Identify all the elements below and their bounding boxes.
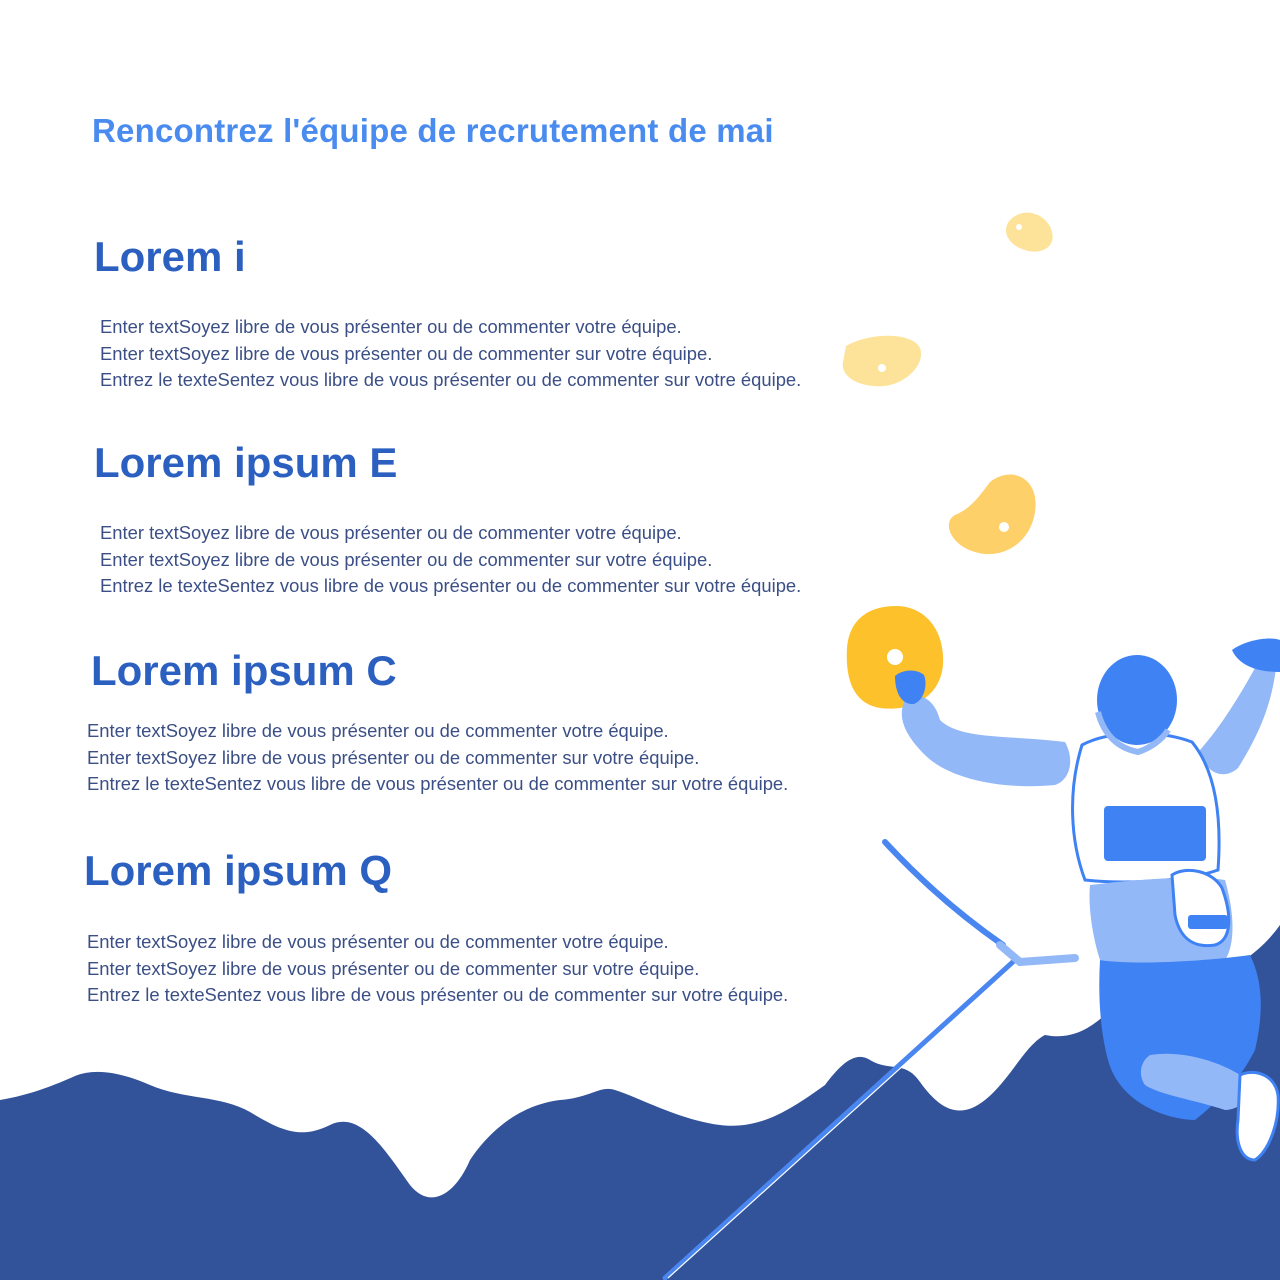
body-line: Enter textSoyez libre de vous présenter … (100, 342, 713, 364)
section-title: Lorem ipsum Q (84, 847, 393, 894)
section-body: Enter textSoyez libre de vous présenter … (87, 929, 788, 1009)
section-body: Enter textSoyez libre de vous présenter … (87, 718, 788, 798)
rope-connector (996, 941, 1079, 967)
body-line: Entrez le texteSentez vous libre de vous… (100, 575, 802, 596)
section-body: Enter textSoyez libre de vous présenter … (100, 520, 801, 600)
climber-figure (895, 638, 1280, 1162)
climbing-hold-dot (887, 649, 903, 665)
body-line: Entrez le texteSentez vous libre de vous… (100, 369, 802, 390)
body-line: Entrez le texteSentez vous libre de vous… (87, 773, 789, 794)
quickdraw-sling (882, 839, 1006, 948)
team-section-1: Lorem i Enter textSoyez libre de vous pr… (94, 236, 801, 394)
section-title: Lorem ipsum E (94, 439, 398, 486)
section-title: Lorem ipsum C (91, 647, 397, 694)
page-headline: Rencontrez l'équipe de recrutement de ma… (92, 112, 774, 149)
mountain-range (0, 1010, 1110, 1280)
team-section-3: Lorem ipsum C Enter textSoyez libre de v… (87, 647, 788, 798)
body-line: Enter textSoyez libre de vous présenter … (100, 522, 682, 543)
body-line: Enter textSoyez libre de vous présenter … (87, 957, 700, 979)
climbing-hold-dot (878, 364, 886, 372)
body-line: Enter textSoyez libre de vous présenter … (100, 548, 713, 570)
climbing-hold-dot (1016, 224, 1022, 230)
body-line: Enter textSoyez libre de vous présenter … (100, 316, 682, 337)
section-body: Enter textSoyez libre de vous présenter … (100, 314, 801, 394)
climbing-hold-icon (842, 335, 922, 387)
team-section-2: Lorem ipsum E Enter textSoyez libre de v… (94, 442, 801, 600)
team-section-4: Lorem ipsum Q Enter textSoyez libre de v… (84, 850, 788, 1009)
climbing-hold-dot (999, 522, 1009, 532)
body-line: Enter textSoyez libre de vous présenter … (87, 931, 669, 952)
climbing-hold-icon (1005, 212, 1053, 252)
body-line: Enter textSoyez libre de vous présenter … (87, 746, 700, 768)
body-line: Entrez le texteSentez vous libre de vous… (87, 984, 789, 1005)
climbing-hold-icon (948, 474, 1036, 555)
body-line: Enter textSoyez libre de vous présenter … (87, 720, 669, 741)
section-title: Lorem i (94, 233, 246, 280)
climbing-rope (667, 961, 1019, 1279)
climbing-rope (662, 957, 1018, 1280)
